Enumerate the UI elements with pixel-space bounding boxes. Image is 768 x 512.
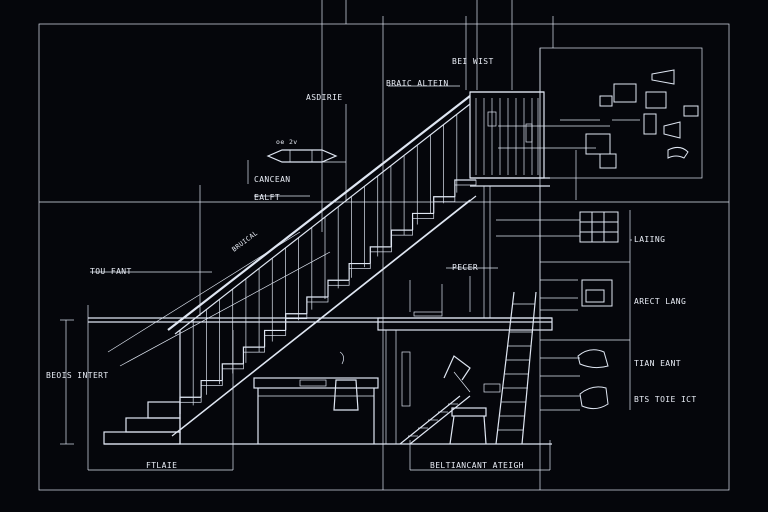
tread-edge (412, 213, 435, 219)
main-staircase (103, 95, 477, 445)
support-posts (409, 276, 471, 317)
label-rail-mid: BRUICAL (230, 229, 259, 254)
connector-icon (667, 146, 689, 159)
capsule-detail-icon: oe 2v (266, 138, 338, 163)
stair-tread (433, 196, 455, 214)
label-bottom-left: FTLAIE (146, 461, 177, 470)
stair-tread (306, 296, 328, 314)
hardware-icons (577, 69, 699, 410)
knob-icon (577, 349, 609, 369)
stair-tread (179, 396, 202, 414)
label-right-3: TIAN EANT (634, 359, 681, 368)
anchor-icon (663, 121, 681, 139)
vertical-ladder (495, 291, 537, 445)
tread-edge (327, 279, 350, 286)
tread-edge (221, 363, 244, 370)
stair-balusters (192, 114, 458, 406)
block-icon (599, 153, 617, 169)
mezzanine-floor (88, 317, 553, 445)
tread-edge (200, 380, 223, 386)
stair-tread (454, 179, 476, 197)
stair-tread (411, 212, 434, 231)
label-right-4: BTS TOIE ICT (634, 395, 697, 404)
tread-edge (179, 396, 202, 403)
hinge-icon (643, 113, 657, 135)
tread-edge (433, 196, 456, 203)
foot-icon (579, 386, 609, 410)
plate-icon (585, 133, 611, 155)
tread-edge (243, 346, 265, 353)
drawing-frame (38, 23, 730, 491)
stair-tread (369, 246, 392, 264)
tread-edge (348, 263, 371, 269)
tread-edge (454, 179, 477, 186)
bracket-set-icon (581, 279, 613, 307)
label-height-left: BEOIS INTERT (46, 371, 109, 380)
fitting-icon (651, 69, 675, 85)
bolt-icon (683, 105, 699, 117)
stair-tread (348, 262, 371, 281)
bracket-icon (613, 83, 637, 103)
stair-tread (327, 279, 350, 297)
label-top-left: ASDIRIE (306, 93, 343, 102)
grid-detail-icon (579, 211, 619, 243)
capsule-detail-label: oe 2v (276, 138, 298, 146)
tread-edge (285, 313, 308, 320)
tread-edge (369, 246, 392, 253)
leader-lines (90, 85, 640, 411)
clip-icon (599, 95, 613, 107)
right-room-furniture (399, 351, 501, 445)
label-mid-right: PECER (452, 263, 478, 272)
panel-icon (645, 91, 667, 109)
stair-tread (242, 346, 265, 364)
label-rail-upper: EALFT (254, 193, 280, 202)
tread-edge (391, 229, 413, 236)
label-bottom-center: BELTIANCANT ATEIGH (430, 461, 524, 470)
label-rail-left: TOU FANT (90, 267, 132, 276)
tread-edge (264, 330, 287, 336)
label-top-mid: BRAIC ALTEIN (386, 79, 449, 88)
upper-landing (469, 91, 550, 318)
tread-edge (306, 296, 329, 303)
label-cancan: CANCEAN (254, 175, 291, 184)
stair-tread (263, 329, 286, 348)
desk (253, 351, 379, 444)
label-right-1: LAIING (634, 235, 665, 244)
label-top-center: BEI WIST (452, 57, 494, 66)
label-right-2: ARECT LANG (634, 297, 686, 306)
stair-tread (200, 379, 223, 398)
stair-tread (390, 229, 413, 247)
